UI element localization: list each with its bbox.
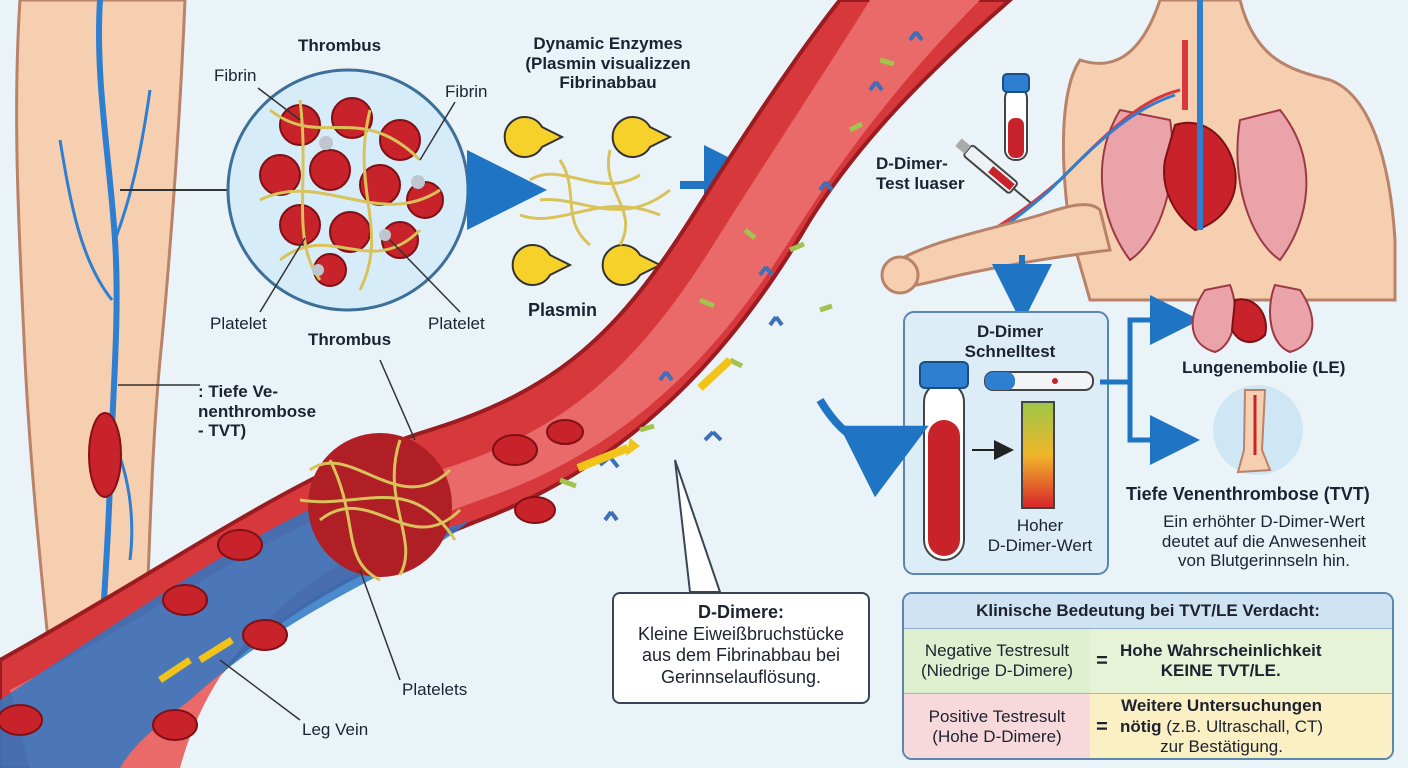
tvt-line-1: : Tiefe Ve- [198, 382, 278, 401]
callout-line-2: aus dem Fibrinabbau bei [641, 645, 841, 666]
flow-arrow [1127, 382, 1200, 465]
positive-meaning-cell: Weitere Untersuchungen nötig (z.B. Ultra… [1114, 694, 1392, 758]
thrombus-title-mid: Thrombus [308, 330, 392, 349]
callout-line-1: Kleine Eiweißbruchstücke [637, 623, 845, 644]
enzymes-line-1: Dynamic Enzymes [533, 34, 683, 53]
table-row-positive: Positive Testresult (Hohe D-Dimere) = We… [904, 694, 1392, 758]
platelet-label-right: Platelet [428, 314, 485, 333]
tvt-line-2: nenthrombose [198, 401, 317, 421]
table-row-negative: Negative Testresult (Niedrige D-Dimere) … [904, 629, 1392, 694]
positive-meaning-line-2a: nötig [1120, 716, 1162, 736]
positive-test-cell: Positive Testresult (Hohe D-Dimere) [904, 694, 1090, 758]
enzymes-line-2: (Plasmin visualizzen [525, 53, 691, 73]
blood-vial [1002, 73, 1030, 161]
tvt-leg-icon [1213, 385, 1303, 475]
platelets-label: Platelets [402, 680, 468, 699]
positive-meaning-line-2b: (z.B. Ultraschall, CT) [1161, 716, 1324, 736]
table-header: Klinische Bedeutung bei TVT/LE Verdacht: [904, 594, 1392, 629]
ddimer-callout: D-Dimere: Kleine Eiweißbruchstücke aus d… [612, 592, 870, 704]
result-line-2: D-Dimer-Wert [987, 535, 1093, 555]
enzymes-line-3: Fibrinabbau [559, 73, 657, 93]
negative-test-line-1: Negative Testresult [924, 640, 1070, 660]
lungs-icon [1191, 283, 1314, 354]
note-line-2: deutet auf die Anwesenheit [1161, 531, 1367, 551]
fibrin-label-left: Fibrin [214, 66, 257, 85]
leg-vein-label: Leg Vein [302, 720, 369, 739]
schnelltest-result: Hoher D-Dimer-Wert [970, 516, 1110, 555]
thrombus-title-top: Thrombus [298, 36, 382, 55]
flow-arrow [816, 397, 929, 498]
enzymes-title: Dynamic Enzymes (Plasmin visualizzen Fib… [502, 34, 714, 93]
equals-sign: = [1090, 694, 1114, 758]
negative-meaning-line-2: KEINE TVT/LE. [1160, 661, 1281, 680]
platelet-label-left: Platelet [210, 314, 267, 333]
arm-illustration [888, 203, 1112, 289]
negative-test-line-2: (Niedrige D-Dimere) [920, 661, 1074, 680]
positive-test-line-2: (Hohe D-Dimere) [932, 727, 1062, 746]
fibrin-label-right: Fibrin [445, 82, 488, 101]
tvt-label: : Tiefe Ve- nenthrombose - TVT) [198, 382, 316, 441]
positive-meaning-line-1: Weitere Untersuchungen [1121, 696, 1322, 716]
tvt-line-3: - TVT) [198, 421, 247, 441]
result-line-1: Hoher [1016, 516, 1064, 535]
blood-vessel [0, 0, 1014, 768]
schnelltest-title-line-2: Schnelltest [964, 341, 1056, 361]
positive-meaning-line-2: nötig (z.B. Ultraschall, CT) [1120, 717, 1323, 737]
clinical-significance-table: Klinische Bedeutung bei TVT/LE Verdacht:… [902, 592, 1394, 760]
color-scale [1021, 401, 1055, 509]
outcome-note: Ein erhöhter D-Dimer-Wert deutet auf die… [1130, 512, 1398, 571]
test-tube [919, 361, 969, 561]
callout-pointer [674, 459, 722, 593]
callout-title: D-Dimere: [697, 602, 785, 622]
plasmin-label: Plasmin [528, 300, 598, 320]
negative-meaning-line-1: Hohe Wahrscheinlichkeit [1120, 640, 1322, 660]
schnelltest-title: D-Dimer Schnelltest [950, 322, 1070, 361]
ddimer-test-line-2: Test luaser [876, 173, 965, 193]
callout-line-3: Gerinnselauflösung. [660, 666, 822, 687]
positive-meaning-line-3: zur Bestätigung. [1160, 737, 1283, 757]
flow-arrow [1100, 295, 1200, 385]
negative-meaning-cell: Hohe Wahrscheinlichkeit KEINE TVT/LE. [1114, 629, 1392, 693]
thrombus-magnified [226, 68, 470, 313]
torso-illustration [944, 0, 1397, 302]
ddimer-test-line-1: D-Dimer- [876, 154, 948, 173]
note-line-1: Ein erhöhter D-Dimer-Wert [1163, 512, 1365, 531]
negative-test-cell: Negative Testresult (Niedrige D-Dimere) [904, 629, 1090, 693]
note-line-3: von Blutgerinnseln hin. [1177, 551, 1350, 571]
equals-sign: = [1090, 629, 1114, 693]
tvt-outcome-label: Tiefe Venenthrombose (TVT) [1126, 484, 1370, 504]
positive-test-line-1: Positive Testresult [928, 706, 1066, 726]
syringe [955, 138, 1032, 204]
plasmin-enzymes [503, 116, 673, 286]
hand [880, 255, 920, 295]
schnelltest-title-line-1: D-Dimer [976, 322, 1044, 341]
le-label: Lungenembolie (LE) [1182, 358, 1346, 377]
test-stick [984, 371, 1094, 391]
ddimer-test-label: D-Dimer- Test luaser [876, 154, 965, 193]
